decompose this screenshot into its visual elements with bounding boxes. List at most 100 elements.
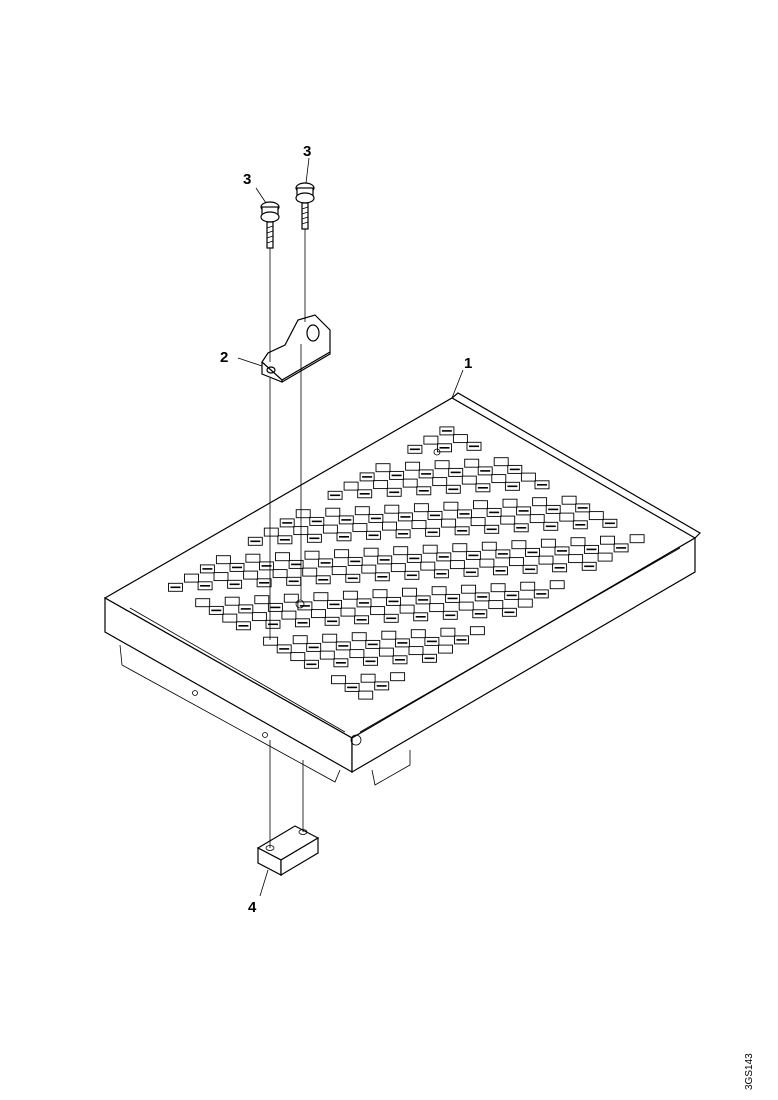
- surface-component: [495, 549, 511, 559]
- surface-component: [263, 636, 279, 646]
- surface-component: [327, 490, 343, 500]
- surface-component: [322, 633, 338, 643]
- surface-component: [406, 553, 422, 563]
- surface-component: [358, 690, 374, 700]
- surface-component: [213, 572, 229, 582]
- surface-component: [520, 581, 536, 591]
- surface-component: [439, 426, 455, 436]
- surface-component: [549, 580, 565, 590]
- surface-component: [572, 520, 588, 530]
- surface-component: [416, 486, 432, 496]
- callout-3-right: 3: [303, 143, 311, 160]
- surface-component: [600, 535, 615, 545]
- surface-component: [386, 487, 402, 497]
- surface-component: [373, 480, 389, 490]
- surface-component: [473, 500, 488, 510]
- surface-component: [629, 534, 645, 544]
- surface-component: [507, 464, 523, 474]
- surface-component: [381, 630, 397, 640]
- surface-component: [597, 552, 613, 562]
- surface-component: [502, 498, 518, 508]
- surface-component: [199, 564, 215, 574]
- surface-component: [588, 511, 604, 521]
- surface-component: [466, 441, 482, 451]
- surface-component: [437, 443, 452, 453]
- surface-component: [469, 626, 485, 636]
- screw-right: [295, 182, 315, 230]
- surface-component: [472, 609, 488, 619]
- surface-component: [423, 435, 439, 445]
- surface-component: [538, 555, 554, 565]
- surface-component: [354, 615, 370, 625]
- surface-component: [449, 560, 465, 570]
- surface-component: [229, 562, 245, 572]
- surface-component: [422, 653, 437, 663]
- surface-component: [267, 602, 283, 612]
- surface-component: [342, 590, 358, 600]
- surface-component: [275, 552, 290, 562]
- surface-component: [338, 515, 354, 525]
- surface-component: [452, 543, 468, 553]
- surface-component: [208, 605, 224, 615]
- surface-component: [568, 554, 584, 564]
- surface-component: [281, 610, 297, 620]
- surface-component: [433, 569, 449, 579]
- surface-component: [334, 549, 350, 559]
- surface-component: [529, 514, 545, 524]
- surface-component: [389, 470, 405, 480]
- surface-component: [295, 509, 311, 519]
- surface-component: [545, 504, 561, 514]
- surface-component: [402, 478, 418, 488]
- component-pattern: [168, 426, 645, 700]
- surface-component: [374, 681, 390, 691]
- surface-component: [324, 616, 340, 626]
- surface-component: [500, 515, 516, 525]
- surface-component: [265, 619, 281, 629]
- surface-component: [313, 592, 329, 602]
- surface-component: [411, 520, 427, 530]
- surface-component: [441, 518, 457, 528]
- surface-component: [410, 629, 426, 639]
- surface-component: [238, 604, 254, 614]
- surface-component: [302, 567, 318, 577]
- surface-component: [331, 566, 347, 576]
- surface-component: [215, 555, 231, 565]
- surface-component: [405, 461, 421, 471]
- surface-component: [464, 458, 480, 468]
- surface-component: [501, 607, 517, 617]
- surface-component: [315, 575, 331, 585]
- surface-component: [263, 527, 279, 537]
- surface-component: [344, 682, 360, 692]
- surface-component: [474, 592, 490, 602]
- surface-component: [491, 474, 507, 484]
- assembly-lines: [269, 229, 306, 848]
- surface-component: [493, 457, 509, 467]
- surface-component: [395, 529, 411, 539]
- surface-component: [368, 513, 384, 523]
- surface-component: [613, 543, 629, 553]
- surface-component: [357, 489, 373, 499]
- surface-component: [227, 579, 243, 589]
- surface-component: [393, 546, 409, 556]
- surface-component: [584, 544, 599, 554]
- surface-component: [554, 546, 570, 556]
- surface-component: [319, 650, 335, 660]
- surface-component: [399, 604, 415, 614]
- surface-component: [325, 507, 341, 517]
- surface-component: [390, 672, 406, 682]
- surface-component: [327, 599, 342, 609]
- surface-component: [504, 590, 520, 600]
- surface-component: [382, 521, 397, 531]
- callout-3-left: 3: [243, 171, 251, 188]
- surface-component: [235, 621, 251, 631]
- surface-component: [168, 582, 183, 592]
- surface-component: [434, 460, 450, 470]
- surface-component: [245, 553, 261, 563]
- surface-component: [304, 550, 320, 560]
- surface-component: [375, 463, 391, 473]
- figure-reference-code: 3GS143: [744, 1053, 755, 1090]
- surface-component: [276, 644, 292, 654]
- surface-component: [454, 635, 469, 645]
- surface-component: [336, 532, 352, 542]
- surface-component: [532, 497, 548, 507]
